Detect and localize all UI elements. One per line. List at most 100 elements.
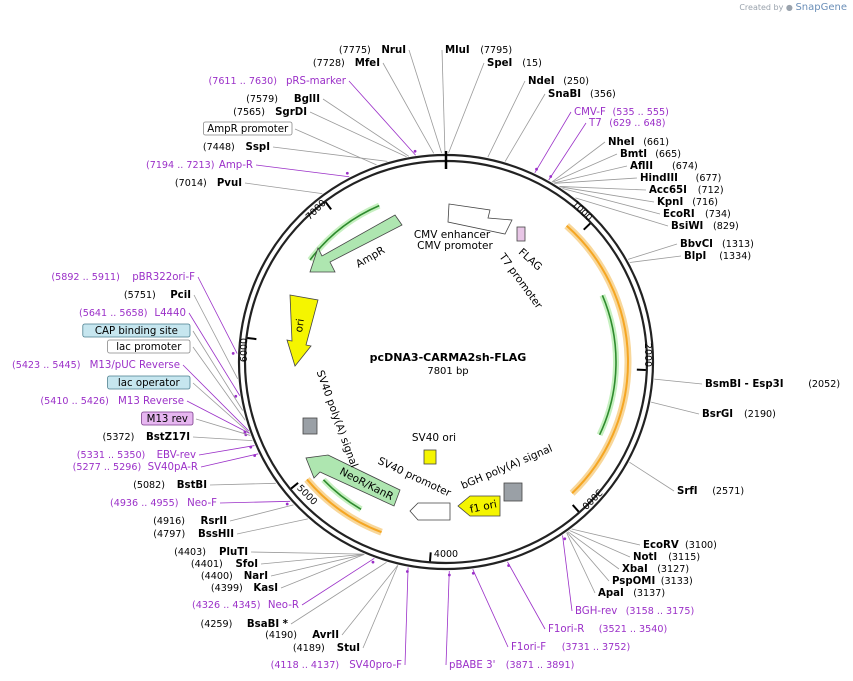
site-coord-bsmbi: (2052) <box>808 379 840 390</box>
site-coord-f1orif: (3731 .. 3752) <box>562 642 631 653</box>
leader-cap <box>192 330 244 411</box>
primer-marker-ebvrev <box>249 445 253 449</box>
site-kasi: (4399)KasI <box>211 583 278 594</box>
site-name-mlui: MluI <box>445 45 470 56</box>
leader-m13puc <box>182 364 249 432</box>
leader-snabi <box>504 93 546 162</box>
leader-spei <box>448 62 485 154</box>
site-cap: CAP binding site <box>82 323 191 338</box>
site-name-snabi: SnaBI <box>548 89 581 100</box>
site-lacprom: lac promoter <box>107 339 191 354</box>
site-name-bstbi: BstBI <box>177 480 207 491</box>
site-name-bsabi: BsaBI * <box>247 619 289 630</box>
site-sspi: (7448)SspI <box>203 142 270 153</box>
primer-marker-l4440 <box>234 394 238 398</box>
site-name-blpi: BlpI <box>684 251 706 262</box>
site-coord-xbai: (3127) <box>657 564 689 575</box>
site-coord-rsrii: (4916) <box>153 516 185 527</box>
leader-m13r <box>195 418 251 436</box>
site-bsshii: (4797)BssHII <box>153 529 234 540</box>
site-coord-t7: (629 .. 648) <box>609 118 665 129</box>
site-coord-blpi: (1334) <box>719 251 751 262</box>
sv40-polya-label: SV40 poly(A) signal <box>314 369 360 469</box>
site-coord-aflii: (674) <box>672 161 698 172</box>
leader-bsmbi <box>654 378 703 385</box>
site-pbr322: (5892 .. 5911)pBR322ori-F <box>51 272 195 283</box>
leader-ecori <box>562 188 661 215</box>
site-neof: (4936 .. 4955)Neo-F <box>110 498 217 509</box>
site-acc65i: (712)Acc65I <box>649 185 724 196</box>
site-name-m13r: M13 rev <box>147 414 188 425</box>
site-name-prs: pRS-marker <box>286 76 347 87</box>
site-coord-ndei: (250) <box>563 76 589 87</box>
site-neor: (4326 .. 4345)Neo-R <box>192 600 299 611</box>
site-coord-sfoi: (4401) <box>191 559 223 570</box>
leader-nhei <box>551 141 606 183</box>
site-name-acc65i: Acc65I <box>649 185 687 196</box>
site-xbai: (3127)XbaI <box>622 564 689 575</box>
site-coord-bsiwi: (829) <box>713 221 739 232</box>
site-sv40par: (5277 .. 5296)SV40pA-R <box>73 462 198 473</box>
site-coord-hindiii: (677) <box>696 173 722 184</box>
primer-marker-prs <box>413 149 417 153</box>
tick-4000 <box>428 552 432 562</box>
site-apai: (3137)ApaI <box>598 588 665 599</box>
leader-bmti <box>552 153 618 183</box>
site-coord-pvui: (7014) <box>175 178 207 189</box>
site-coord-avrii: (4190) <box>265 630 297 641</box>
tick-label-4000: 4000 <box>434 549 458 560</box>
site-coord-snabi: (356) <box>590 89 616 100</box>
site-ecori: (734)EcoRI <box>663 209 731 220</box>
site-name-pbabe: pBABE 3' <box>449 660 495 671</box>
site-coord-bbvci: (1313) <box>722 239 754 250</box>
site-name-ampr_prom: AmpR promoter <box>207 124 289 135</box>
site-coord-cmvf: (535 .. 555) <box>613 107 669 118</box>
site-mlui: (7795)MluI <box>445 45 512 56</box>
site-coord-mfei: (7728) <box>313 58 345 69</box>
feature-box-ampr_prom <box>202 121 293 136</box>
site-t7: (629 .. 648) T7 <box>588 118 666 129</box>
site-name-rsrii: RsrII <box>200 516 227 527</box>
feature-box-lacop <box>107 375 191 390</box>
site-coord-ecorv: (3100) <box>685 540 717 551</box>
site-coord-ebvrev: (5331 .. 5350) <box>77 450 146 461</box>
leader-rsrii <box>229 504 294 522</box>
cmv-enhancer-label: CMV enhancer <box>414 229 491 241</box>
site-coord-ampr_r: (7194 .. 7213) <box>146 160 215 171</box>
site-sgrdi: (7565)SgrDI <box>233 107 307 118</box>
leader-bghrev <box>562 535 573 612</box>
leader-sv40prof <box>404 567 409 666</box>
leader-pcii <box>193 294 239 379</box>
f1ori-arrow <box>457 495 501 517</box>
site-coord-kasi: (4399) <box>211 583 243 594</box>
leader-srfi <box>629 461 675 492</box>
site-name-ecorv: EcoRV <box>643 540 679 551</box>
site-name-t7: T7 <box>588 118 602 129</box>
leader-bsabi <box>290 562 387 625</box>
site-name-ebvrev: EBV-rev <box>157 450 196 461</box>
site-name-m13rev: M13 Reverse <box>118 396 184 407</box>
site-stui: (4189)StuI <box>293 643 360 654</box>
site-coord-pcii: (5751) <box>124 290 156 301</box>
plasmid-name: pcDNA3-CARMA2sh-FLAG <box>370 351 527 364</box>
site-name-l4440: L4440 <box>154 308 186 319</box>
site-name-neor: Neo-R <box>268 600 299 611</box>
leader-ampr_r <box>255 164 350 178</box>
sv40-ori-box <box>423 449 437 465</box>
site-name-bghrev: BGH-rev <box>575 606 617 617</box>
leader-bglii <box>322 98 410 157</box>
cmv-promoter-label: CMV promoter <box>417 240 493 252</box>
site-name-lacop: lac operator <box>118 378 181 389</box>
site-bglii: (7579)BglII <box>246 94 320 105</box>
site-bsabi: (4259)BsaBI * <box>200 619 288 630</box>
site-name-sv40prof: SV40pro-F <box>349 660 402 671</box>
site-ndei: (250)NdeI <box>528 76 589 87</box>
site-nhei: (661)NheI <box>608 137 669 148</box>
site-name-bmti: BmtI <box>620 149 647 160</box>
site-pbabe: (3871 .. 3891)pBABE 3' <box>449 660 574 671</box>
tick-5000 <box>290 482 299 490</box>
site-coord-bsshii: (4797) <box>153 529 185 540</box>
site-name-avrii: AvrII <box>312 630 339 641</box>
leader-f1orif <box>472 569 509 648</box>
site-coord-pbr322: (5892 .. 5911) <box>51 272 120 283</box>
